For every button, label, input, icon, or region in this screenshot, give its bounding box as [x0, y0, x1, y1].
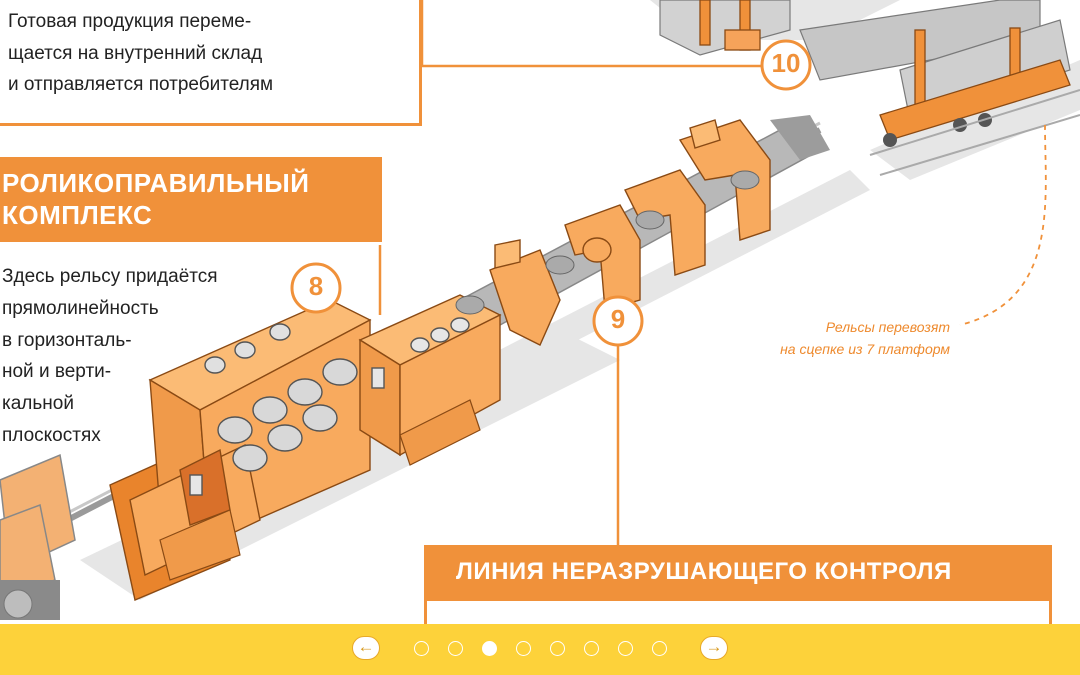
step8-text-line: кальной	[2, 393, 74, 415]
pagination-dot[interactable]	[652, 641, 667, 656]
step8-text-line: плоскостях	[2, 424, 101, 446]
rail-note-line: на сцепке из 7 платформ	[780, 341, 950, 357]
pagination-dot[interactable]	[584, 641, 599, 656]
step8-text-line: в горизонталь-	[2, 329, 132, 351]
step8-header: РОЛИКОПРАВИЛЬНЫЙ КОМПЛЕКС	[0, 157, 382, 242]
arrow-left-icon: ←	[357, 637, 375, 656]
pagination-dot[interactable]	[550, 641, 565, 656]
pagination-bar: ← →	[0, 624, 1080, 675]
step10-text-line: и отправляется потребителям	[8, 74, 274, 95]
step8-title-line: КОМПЛЕКС	[2, 200, 153, 230]
step8-text: Здесь рельсу придаётся прямолинейность в…	[2, 261, 218, 452]
step8-marker[interactable]: 8	[308, 271, 324, 301]
step10-marker[interactable]: 10	[771, 48, 801, 78]
pagination-dot[interactable]	[516, 641, 531, 656]
step8-text-line: прямолинейность	[2, 297, 159, 319]
step10-text: Готовая продукция переме- щается на внут…	[8, 6, 273, 101]
rail-transport-note: Рельсы перевозят на сцепке из 7 платформ	[740, 316, 950, 360]
step8-title-line: РОЛИКОПРАВИЛЬНЫЙ	[2, 168, 310, 198]
pagination-dot[interactable]	[414, 641, 429, 656]
step8-text-line: Здесь рельсу придаётся	[2, 266, 218, 287]
step9-marker[interactable]: 9	[610, 304, 626, 334]
step8-text-line: ной и верти-	[2, 361, 112, 383]
next-button[interactable]: →	[700, 636, 728, 660]
prev-button[interactable]: ←	[352, 636, 380, 660]
rail-note-line: Рельсы перевозят	[825, 319, 950, 335]
step9-header: ЛИНИЯ НЕРАЗРУШАЮЩЕГО КОНТРОЛЯ	[424, 545, 1052, 601]
pagination-dot[interactable]	[482, 641, 497, 656]
pagination-dot[interactable]	[618, 641, 633, 656]
arrow-right-icon: →	[705, 637, 723, 656]
pagination-dot[interactable]	[448, 641, 463, 656]
step9-title: ЛИНИЯ НЕРАЗРУШАЮЩЕГО КОНТРОЛЯ	[456, 558, 952, 585]
step10-box: Готовая продукция переме- щается на внут…	[0, 0, 422, 126]
step10-text-line: щается на внутренний склад	[8, 42, 263, 64]
step10-text-line: Готовая продукция переме-	[8, 11, 252, 32]
